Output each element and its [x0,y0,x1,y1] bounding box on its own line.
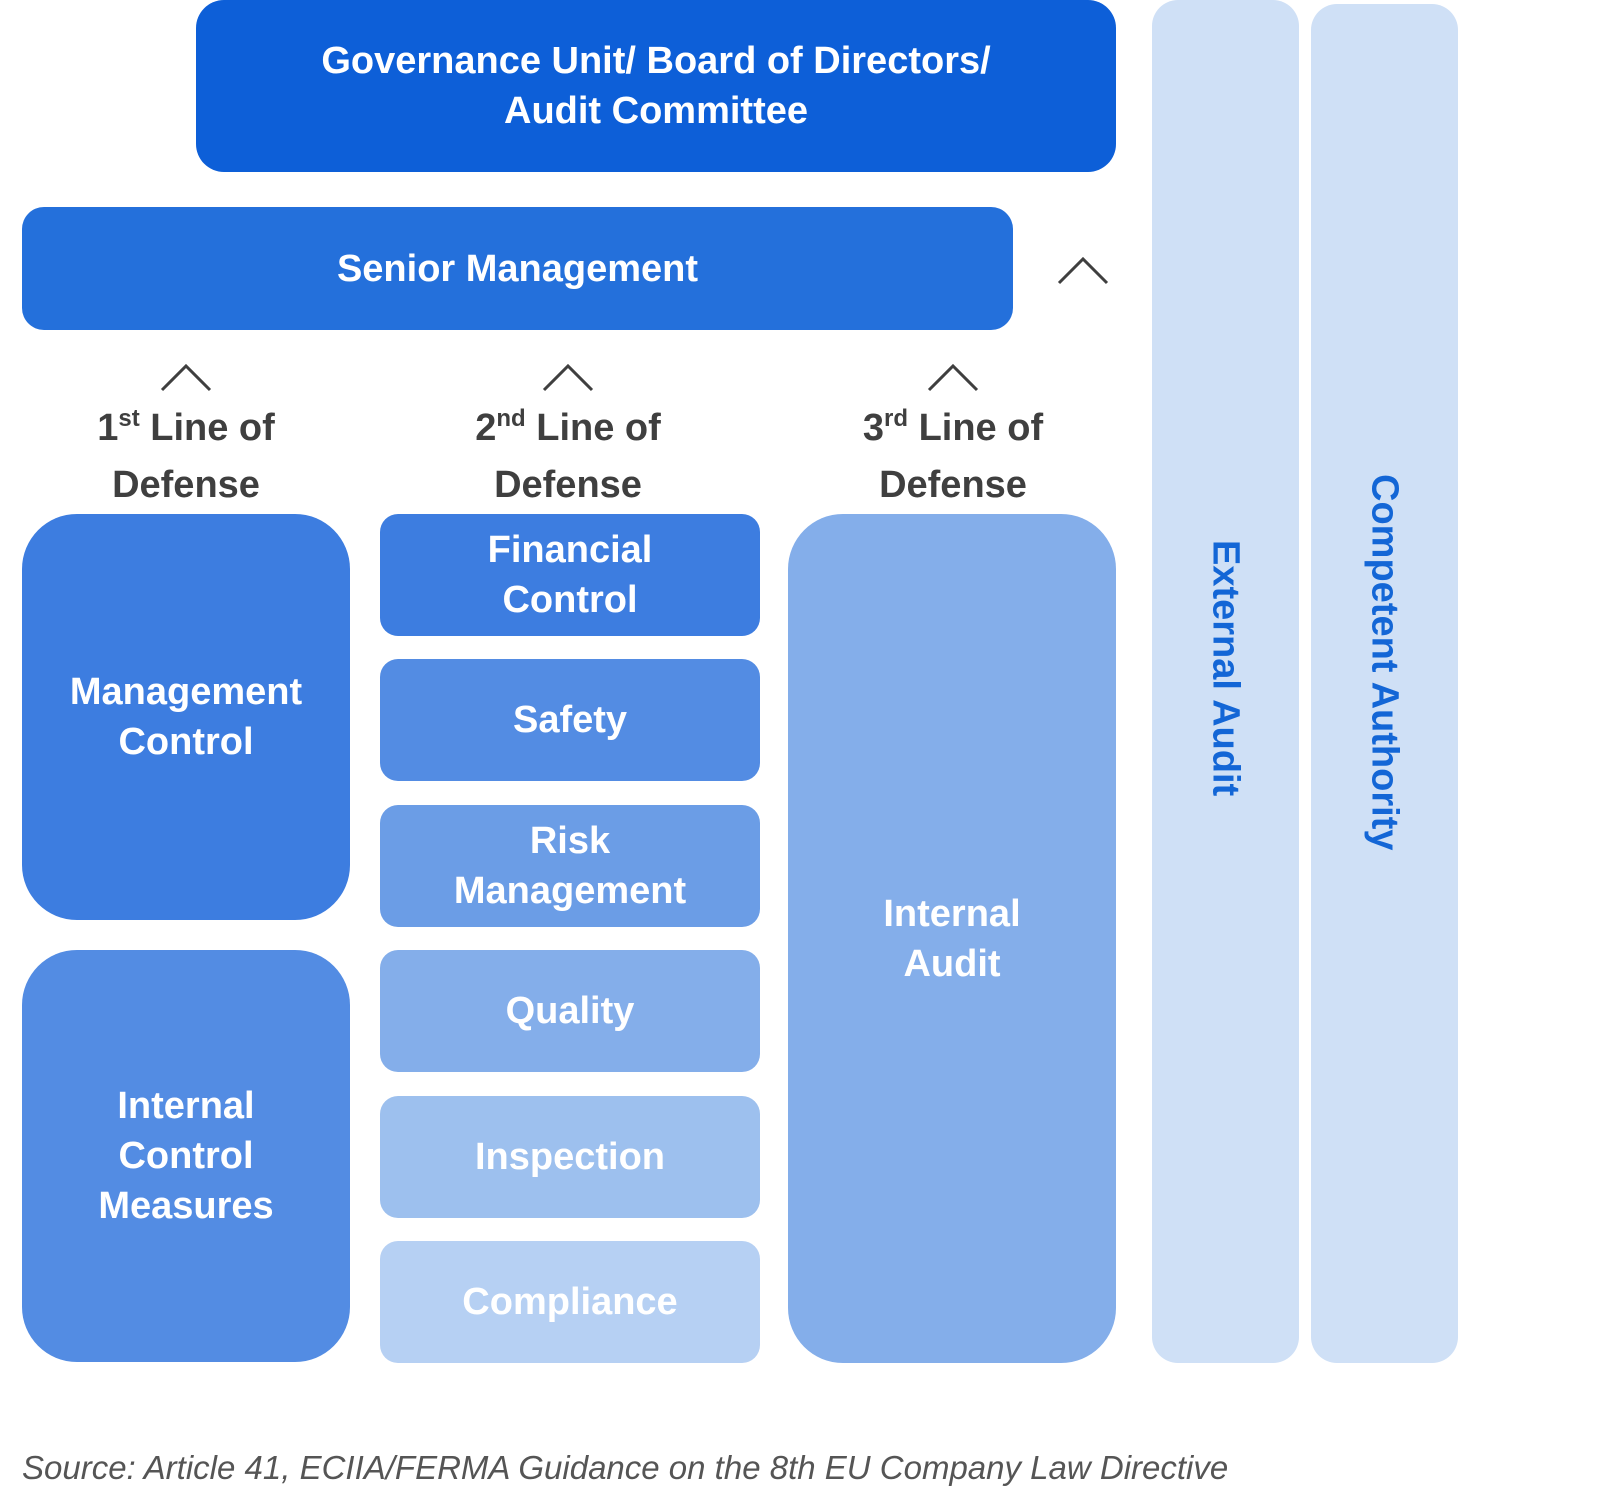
governance-line1: Governance Unit/ Board of Directors/ [321,40,991,82]
first-line-of-defense-label: 1st Line of Defense [97,405,275,506]
caret-up-icon [160,363,212,392]
second-line-of-defense-label: 2nd Line of Defense [475,405,661,506]
source-note: Source: Article 41, ECIIA/FERMA Guidance… [22,1449,1229,1486]
third-line-of-defense-label: 3rd Line of Defense [862,405,1044,506]
caret-up-icon [927,363,979,392]
caret-up-icon [1057,256,1109,285]
senior-management-box: Senior Management [22,207,1013,330]
external-audit-label: External Audit [1204,540,1247,797]
internal-control-measures-box: Internal Control Measures [22,950,350,1362]
risk-management-box: Risk Management [380,805,760,927]
governance-line2: Audit Committee [504,90,808,132]
external-audit-column: External Audit [1152,0,1299,1363]
inspection-box: Inspection [380,1096,760,1218]
caret-up-icon [542,363,594,392]
compliance-box: Compliance [380,1241,760,1363]
senior-management-label: Senior Management [336,247,699,290]
quality-box: Quality [380,950,760,1072]
internal-audit-box: Internal Audit [788,514,1116,1363]
management-control-box: Management Control [22,514,350,920]
competent-authority-column: Competent Authority [1311,4,1458,1363]
safety-box: Safety [380,659,760,781]
financial-control-box: Financial Control [380,514,760,636]
competent-authority-label: Competent Authority [1363,474,1406,851]
governance-box: Governance Unit/ Board of Directors/ Aud… [196,0,1116,172]
